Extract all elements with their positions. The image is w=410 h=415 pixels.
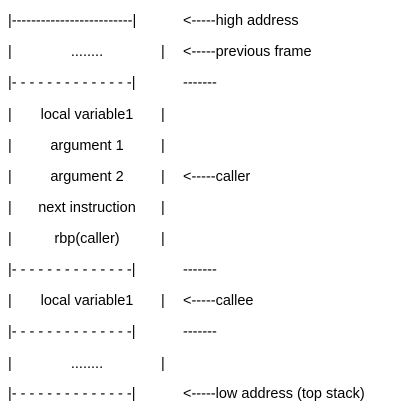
stack-row-low-address: |- - - - - - - - - - - - - -| <-----low … bbox=[0, 383, 410, 405]
annotation-label: ------- bbox=[183, 75, 217, 91]
stack-row-callee-local: | local variable1 | <-----callee bbox=[0, 290, 410, 312]
annotation-label: <-----callee bbox=[183, 293, 254, 309]
stack-side-bar-right: | bbox=[161, 293, 165, 309]
stack-side-bar-left: | bbox=[8, 138, 12, 154]
stack-side-bar-right: | bbox=[161, 138, 165, 154]
stack-side-bar-right: | bbox=[161, 107, 165, 123]
stack-side-bar-left: | bbox=[8, 107, 12, 123]
stack-cell-label: local variable1 bbox=[40, 293, 134, 309]
stack-side-bar-left: | bbox=[8, 169, 12, 185]
stack-row-argument-2: | argument 2 | <-----caller bbox=[0, 166, 410, 188]
stack-row-frame-separator: |- - - - - - - - - - - - - -| ------- bbox=[0, 321, 410, 343]
annotation-label: ------- bbox=[183, 324, 217, 340]
stack-cell-label: next instruction bbox=[38, 200, 136, 216]
stack-side-bar-left: | bbox=[8, 200, 12, 216]
annotation-label: <-----high address bbox=[183, 13, 299, 29]
stack-border: |- - - - - - - - - - - - - -| bbox=[8, 75, 136, 91]
stack-border: |- - - - - - - - - - - - - -| bbox=[8, 386, 136, 402]
stack-row-rbp-caller: | rbp(caller) | bbox=[0, 228, 410, 250]
stack-side-bar-left: | bbox=[8, 44, 12, 60]
stack-cell-label: rbp(caller) bbox=[54, 231, 120, 247]
stack-cell-label: ........ bbox=[70, 44, 104, 60]
stack-border: |-------------------------| bbox=[8, 13, 137, 29]
annotation-label: <-----low address (top stack) bbox=[183, 386, 365, 402]
stack-side-bar-right: | bbox=[161, 356, 165, 372]
stack-side-bar-right: | bbox=[161, 169, 165, 185]
stack-row-argument-1: | argument 1 | bbox=[0, 135, 410, 157]
stack-side-bar-left: | bbox=[8, 356, 12, 372]
stack-border: |- - - - - - - - - - - - - -| bbox=[8, 262, 136, 278]
stack-cell-label: local variable1 bbox=[40, 107, 134, 123]
stack-side-bar-left: | bbox=[8, 231, 12, 247]
annotation-label: <-----caller bbox=[183, 169, 251, 185]
stack-row-ellipsis: | ........ | bbox=[0, 353, 410, 375]
stack-row-high-address: |-------------------------| <-----high a… bbox=[0, 10, 410, 32]
stack-cell-label: argument 2 bbox=[50, 169, 124, 185]
stack-border: |- - - - - - - - - - - - - -| bbox=[8, 324, 136, 340]
annotation-label: <-----previous frame bbox=[183, 44, 312, 60]
stack-row-next-instruction: | next instruction | bbox=[0, 197, 410, 219]
stack-row-previous-frame: | ........ | <-----previous frame bbox=[0, 41, 410, 63]
stack-cell-label: argument 1 bbox=[50, 138, 124, 154]
stack-row-frame-separator: |- - - - - - - - - - - - - -| ------- bbox=[0, 259, 410, 281]
stack-side-bar-right: | bbox=[161, 44, 165, 60]
stack-row-frame-separator: |- - - - - - - - - - - - - -| ------- bbox=[0, 72, 410, 94]
annotation-label: ------- bbox=[183, 262, 217, 278]
stack-side-bar-right: | bbox=[161, 231, 165, 247]
stack-cell-label: ........ bbox=[70, 356, 104, 372]
stack-side-bar-left: | bbox=[8, 293, 12, 309]
stack-side-bar-right: | bbox=[161, 200, 165, 216]
stack-row-local-variable: | local variable1 | bbox=[0, 104, 410, 126]
